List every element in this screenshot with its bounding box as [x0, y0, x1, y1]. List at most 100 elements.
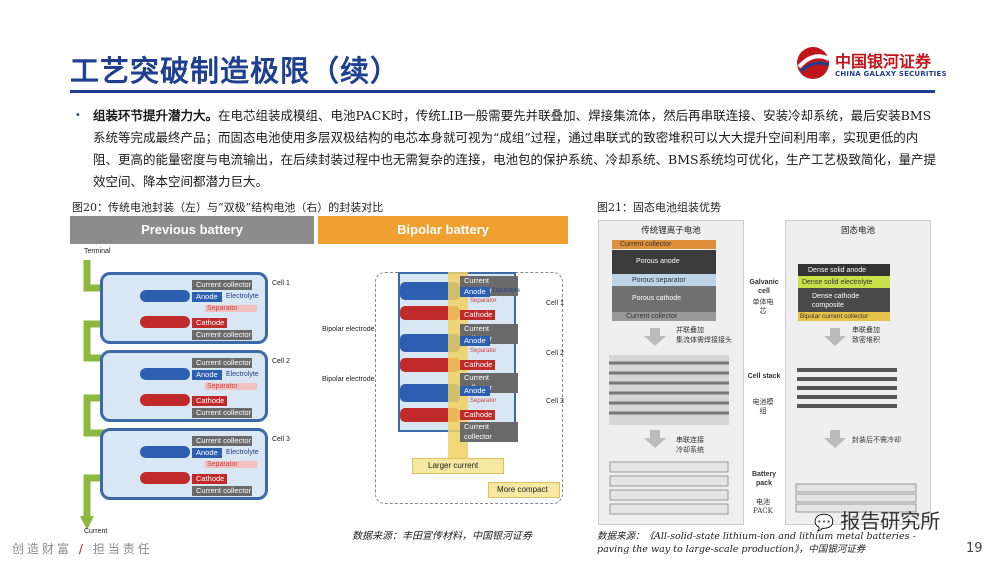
bipolar-cc-4: Current collector	[460, 422, 518, 442]
bipolar-battery-header: Bipolar battery	[318, 216, 568, 244]
cell1-anode: Anode	[192, 292, 222, 302]
left-cell-stack	[604, 355, 734, 425]
cell2-current-collector: Current collector	[192, 358, 252, 368]
larger-current-label: Larger current	[428, 461, 479, 470]
cell3-anode-particles	[140, 446, 190, 458]
right-dense-electrolyte: Dense solid electrolyte	[798, 276, 890, 288]
cell1-anode-particles	[140, 290, 190, 302]
bipolar-cell-1-label: Cell 1	[546, 300, 564, 307]
right-battery-pack	[792, 480, 922, 520]
cell2-anode: Anode	[192, 370, 222, 380]
cell-1-label: Cell 1	[272, 280, 290, 287]
cell1-cathode-particles	[140, 316, 190, 328]
cell3-current-collector: Current collector	[192, 436, 252, 446]
cell2-cathode: Cathode	[192, 396, 227, 406]
cell3-cathode: Cathode	[192, 474, 227, 484]
footer-slogan-b: 担当责任	[92, 542, 153, 556]
bullet-dot: •	[75, 110, 81, 121]
title-underline	[70, 90, 935, 93]
left-porous-anode: Porous anode	[612, 250, 716, 274]
cell2-electrolyte: Electrolyte	[226, 371, 259, 378]
bipolar-anode-3: Anode	[460, 386, 490, 396]
battery-pack-label: Battery pack	[751, 471, 777, 487]
terminal-label: Terminal	[84, 248, 111, 255]
note-left-1b: 集流体需焊接接头	[676, 336, 732, 344]
left-porous-cathode: Porous cathode	[612, 286, 716, 312]
cell3-electrolyte: Electrolyte	[226, 449, 259, 456]
fig21-source: 数据来源：《All-solid-state lithium-ion and li…	[597, 531, 916, 555]
bipolar-cell-2-label: Cell 2	[546, 350, 564, 357]
logo-text-en: CHINA GALAXY SECURITIES	[835, 70, 947, 78]
left-cc-top: Current collector	[612, 240, 716, 249]
bipolar-electrolyte-1: Electrolyte	[492, 288, 521, 294]
left-cc-bottom: Current collector	[612, 312, 716, 321]
cell1-separator: Separator	[205, 305, 257, 312]
bipolar-anode-1: Anode	[460, 287, 490, 297]
footer-slogan-a: 创造财富	[12, 542, 73, 556]
page-number: 19	[966, 541, 983, 556]
right-stack-svg	[797, 368, 897, 408]
cell1-current-collector-2: Current collector	[192, 330, 252, 340]
bipolar-cathode-2: Cathode	[460, 360, 495, 370]
watermark-text: 报告研究所	[840, 509, 941, 533]
bipolar-cathode-1: Cathode	[460, 310, 495, 320]
note-right-1b: 致密堆积	[852, 336, 880, 344]
more-compact-label: More compact	[497, 485, 548, 494]
current-label: Current	[84, 528, 108, 535]
logo	[795, 45, 833, 81]
cell1-cathode: Cathode	[192, 318, 227, 328]
wechat-icon: 💬	[814, 513, 834, 532]
cell2-cathode-particles	[140, 394, 190, 406]
bipolar-anode-2: Anode	[460, 336, 490, 346]
left-porous-separator: Porous separator	[612, 274, 716, 286]
cell-3-label: Cell 3	[272, 436, 290, 443]
fig21-arrows	[598, 320, 933, 520]
cell3-cathode-particles	[140, 472, 190, 484]
left-stack-svg	[609, 355, 729, 425]
cell2-anode-particles	[140, 368, 190, 380]
footer-slogan: 创造财富 / 担当责任	[12, 540, 153, 557]
down-arrows-svg	[644, 328, 846, 448]
right-cell-stack	[792, 365, 902, 415]
note-right-2: 封装后不需冷却	[852, 436, 901, 444]
fig21-col-left-header: 传统锂离子电池	[641, 226, 701, 236]
bipolar-separator-3: Separator	[470, 398, 497, 404]
cell1-current-collector: Current collector	[192, 280, 252, 290]
fig21-col-right-header: 固态电池	[840, 226, 875, 236]
right-bipolar-cc: Bipolar current collector	[798, 312, 890, 321]
page-title: 工艺突破制造极限（续）	[70, 54, 401, 88]
previous-battery-header: Previous battery	[70, 216, 314, 244]
cell-stack-label: Cell stack	[747, 373, 781, 380]
bipolar-layers-svg	[400, 272, 478, 472]
footer-slogan-sep: /	[78, 542, 86, 556]
cell3-separator: Separator	[205, 461, 257, 468]
cell2-separator: Separator	[205, 383, 257, 390]
cell-2-label: Cell 2	[272, 358, 290, 365]
bipolar-separator-2: Separator	[470, 348, 497, 354]
cell-stack-cn: 电池模组	[752, 398, 774, 415]
fig20-source: 数据来源：丰田宣传材料，中国银河证券	[352, 531, 532, 542]
left-pack-svg	[609, 461, 729, 515]
note-right-1: 串联叠加	[852, 326, 880, 334]
right-dense-cathode: Dense cathode composite	[798, 288, 890, 312]
galaxy-logo-icon	[797, 47, 830, 79]
cell3-anode: Anode	[192, 448, 222, 458]
fig21-caption: 图21：固态电池组装优势	[597, 201, 721, 214]
bipolar-electrode-label-2: Bipolar electrode	[322, 376, 375, 383]
watermark: 💬 报告研究所	[814, 505, 940, 534]
note-left-1: 并联叠加	[676, 326, 704, 334]
right-dense-anode: Dense solid anode	[798, 264, 890, 276]
bipolar-stack-graphic	[398, 272, 516, 472]
bipolar-cell-3-label: Cell 3	[546, 398, 564, 405]
bipolar-electrode-label-1: Bipolar electrode	[322, 326, 375, 333]
left-battery-pack	[604, 458, 734, 520]
fig20-caption: 图20：传统电池封装（左）与“双极”结构电池（右）的封装对比	[72, 201, 384, 214]
right-pack-svg	[795, 483, 917, 513]
body-paragraph: 组装环节提升潜力大。在电芯组装成模组、电池PACK时，传统LIB一般需要先并联叠…	[93, 105, 938, 193]
logo-text-cn: 中国银河证券	[835, 52, 932, 71]
bipolar-separator-1: Separator	[470, 298, 497, 304]
note-left-2b: 冷却系统	[676, 446, 704, 454]
bullet-text: 在电芯组装成模组、电池PACK时，传统LIB一般需要先并联叠加、焊接集流体，然后…	[93, 108, 937, 189]
note-left-2: 串联连接	[676, 436, 704, 444]
more-compact-box	[488, 482, 560, 498]
